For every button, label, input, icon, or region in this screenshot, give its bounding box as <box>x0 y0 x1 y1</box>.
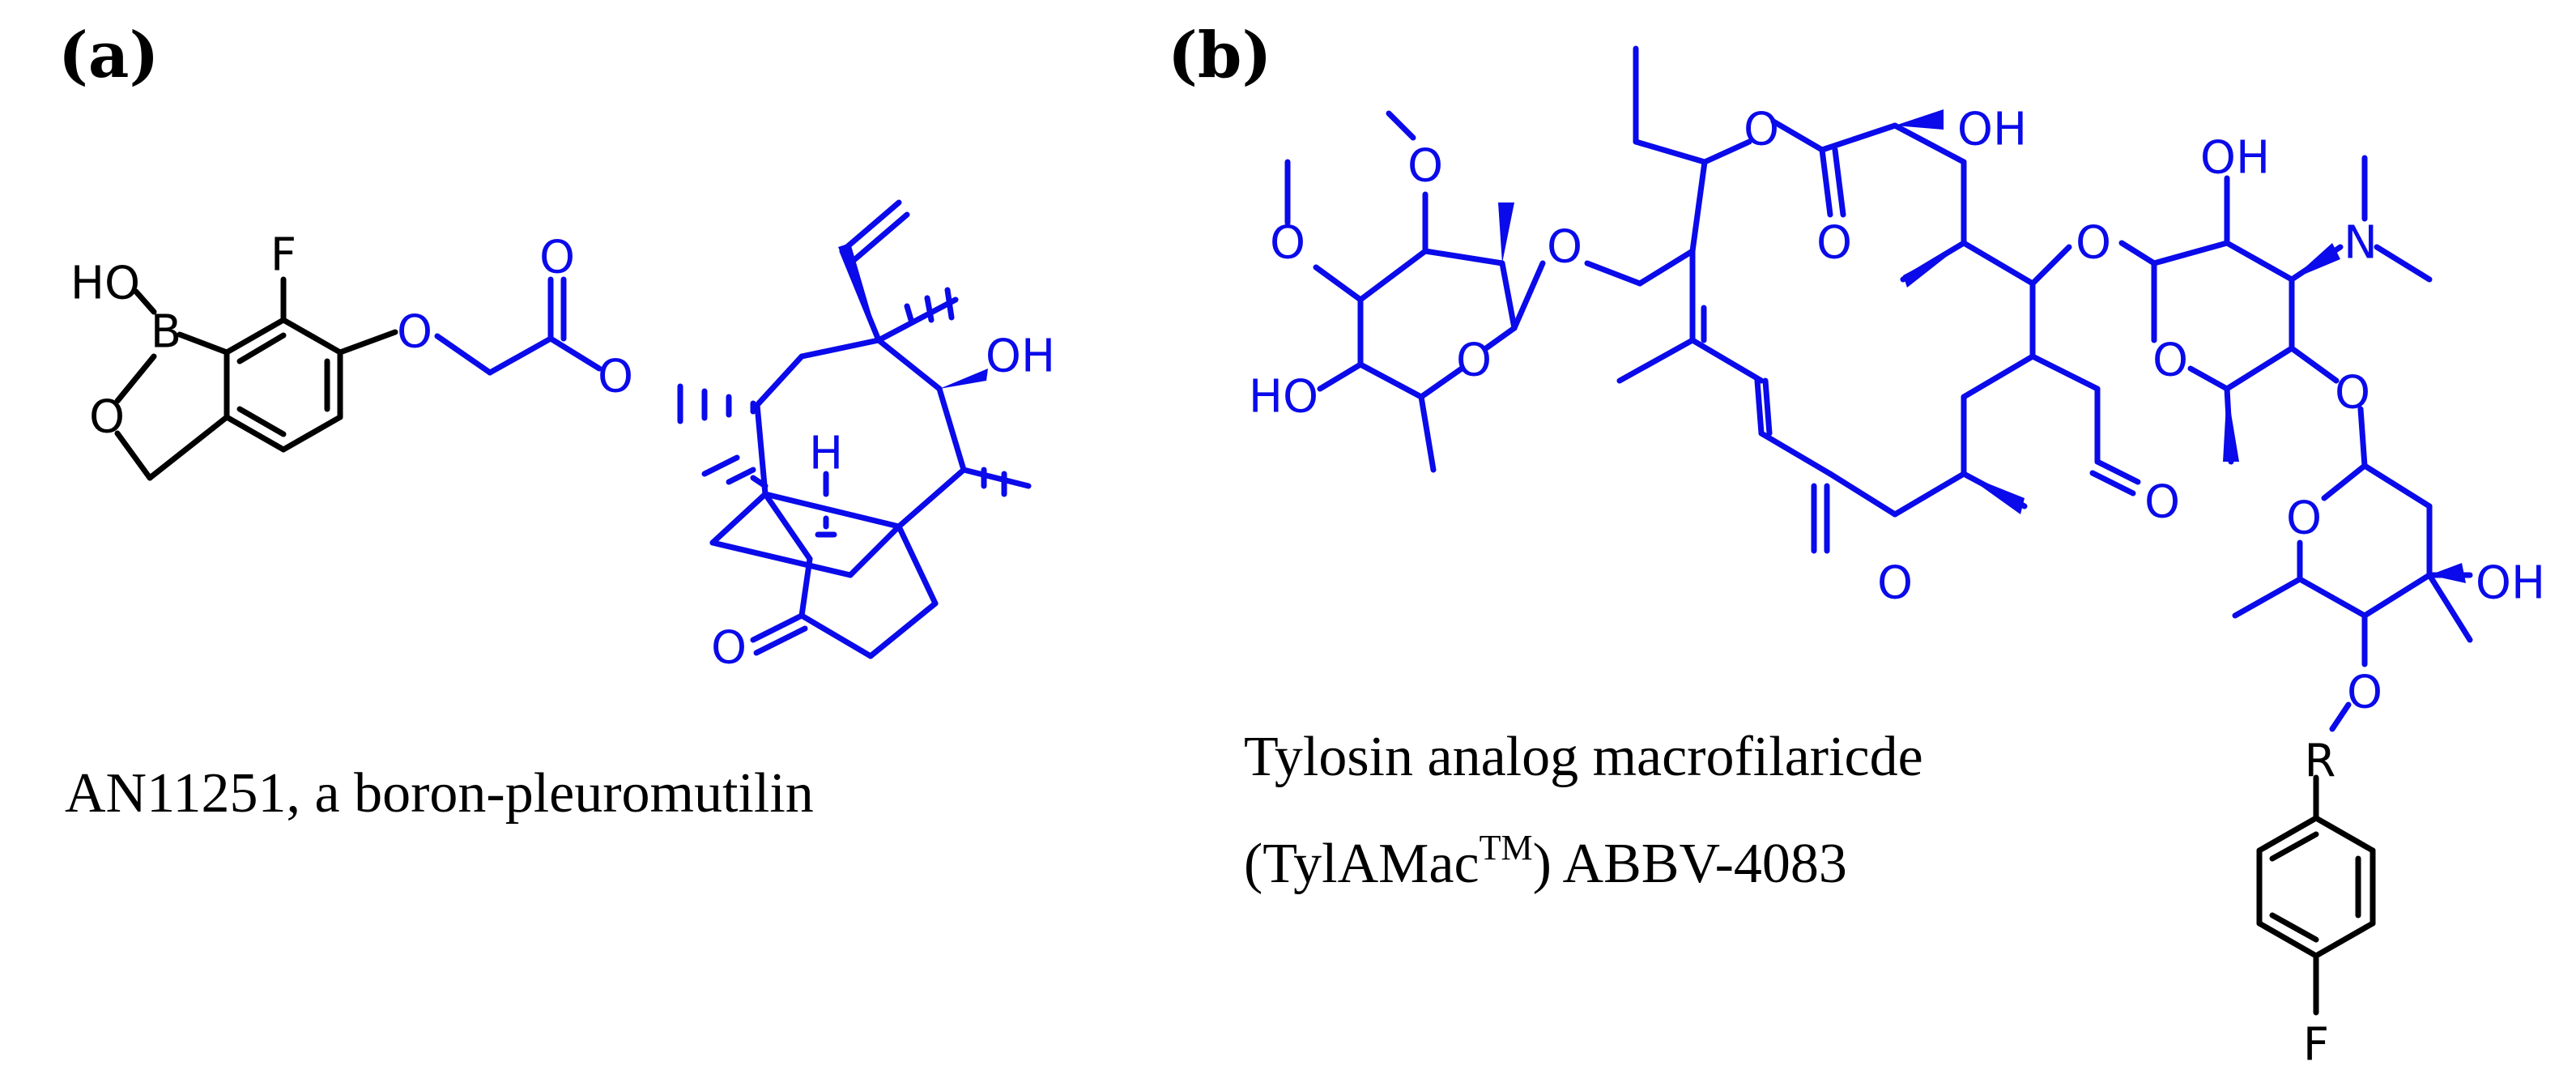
atom-o-sugar2-ring: O <box>2152 335 2188 387</box>
panel-b-caption-line2: (TylAMacTM) ABBV-4083 <box>1244 830 1847 893</box>
caption-suffix: ) ABBV-4083 <box>1532 833 1847 895</box>
caption-prefix: (TylAMac <box>1244 833 1480 895</box>
benzoxaborole-bonds <box>114 276 398 481</box>
wedge-b1 <box>1498 202 1514 263</box>
wedge-oh <box>939 369 988 389</box>
atom-r: R <box>2305 735 2336 788</box>
panel-b-label: (b) <box>1168 19 1272 92</box>
atom-o-ether: O <box>397 306 432 359</box>
atom-oh-sugar2: OH <box>2200 132 2270 185</box>
atom-ho-left: HO <box>1249 371 1318 424</box>
atom-oh-sugar3: OH <box>2476 557 2545 610</box>
atom-o-carbonyl: O <box>539 232 575 284</box>
atom-o-aldehyde: O <box>2144 476 2180 529</box>
atom-o-ester: O <box>598 351 633 403</box>
wedge-b7 <box>2429 563 2466 583</box>
panel-a-caption: AN11251, a boron-pleuromutilin <box>65 762 814 825</box>
atom-ho: HO <box>70 258 140 310</box>
wedge-vinyl <box>838 243 879 340</box>
atom-o-methoxy-left: O <box>1270 217 1305 270</box>
wedge-b3 <box>1903 243 1964 288</box>
atom-o-ring: O <box>89 391 125 444</box>
panel-a-label: (a) <box>58 19 160 92</box>
tylosin-bonds <box>1284 45 2473 732</box>
wedge-b6 <box>2292 243 2340 279</box>
atom-f-aryl: F <box>2303 1019 2329 1072</box>
pleuromutilin-bonds <box>434 199 1032 659</box>
atom-o-lactone-carbonyl: O <box>1816 217 1852 270</box>
an11251-structure: HO B F O <box>70 199 1055 675</box>
atom-o-lactone: O <box>1744 104 1779 156</box>
atom-o-sugar-ring: O <box>1456 335 1492 387</box>
atom-o-link: O <box>2076 217 2111 270</box>
panel-b-caption-line1: Tylosin analog macrofilaricde <box>1244 726 1923 788</box>
atom-o-r: O <box>2347 667 2382 719</box>
wedge-b2 <box>1895 109 1944 130</box>
atom-o-glyc: O <box>1547 221 1582 274</box>
atom-oh: OH <box>986 330 1055 383</box>
atom-h: H <box>809 428 843 480</box>
atom-o-ketone: O <box>711 622 747 675</box>
atom-o-sugar2-link: O <box>2335 367 2370 420</box>
atom-b: B <box>151 306 181 359</box>
hashed-bonds-a <box>677 287 1007 538</box>
abbv4083-structure: O O HO O O O O OH O O O OH N O O O OH R … <box>1249 45 2545 1072</box>
caption-trademark: TM <box>1479 828 1533 867</box>
atom-n: N <box>2344 217 2378 270</box>
fluorophenyl-bonds <box>2256 774 2376 1016</box>
wedge-b5 <box>2223 389 2239 462</box>
atom-f: F <box>270 229 296 282</box>
atom-o-ketone: O <box>1877 557 1913 610</box>
atom-o-sugar3-ring: O <box>2286 492 2322 545</box>
atom-oh-top: OH <box>1957 104 2027 156</box>
wedge-b4 <box>1964 474 2025 514</box>
atom-o-methoxy-top: O <box>1407 140 1443 193</box>
